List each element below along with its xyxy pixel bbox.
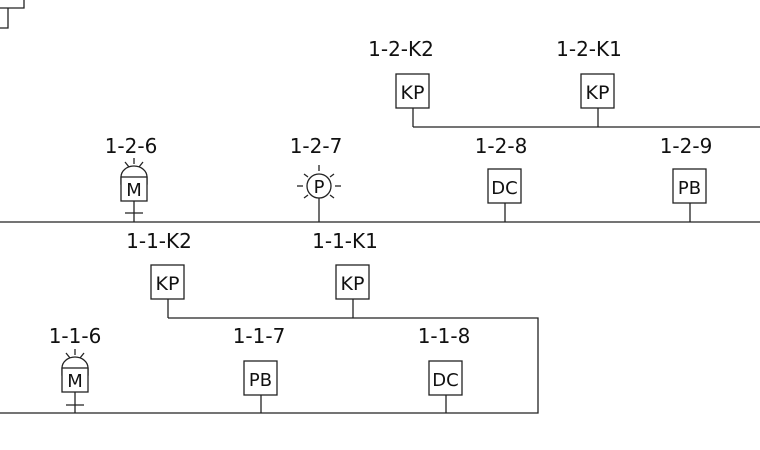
device-text: KP	[156, 273, 180, 295]
device-text: M	[126, 180, 142, 201]
device-label: 1-2-9	[660, 134, 713, 158]
device-text: KP	[586, 82, 610, 104]
device-box	[150, 264, 185, 300]
device-box	[428, 360, 463, 396]
device-1-1-8[interactable]: 1-1-8 DC	[418, 324, 471, 413]
cropped-device-top-left	[0, 0, 25, 29]
device-label: 1-2-K1	[556, 37, 622, 61]
cropped-box-edge	[0, 0, 25, 9]
device-text: KP	[401, 82, 425, 104]
device-1-1-6[interactable]: 1-1-6 M	[49, 324, 102, 413]
device-label: 1-2-6	[105, 134, 158, 158]
device-1-2-6[interactable]: 1-2-6 M	[105, 134, 158, 222]
device-label: 1-1-8	[418, 324, 471, 348]
cropped-box-lead	[0, 8, 9, 29]
device-1-2-K1[interactable]: 1-2-K1 KP	[556, 37, 622, 127]
device-label: 1-1-K1	[312, 229, 378, 253]
device-text: P	[314, 177, 325, 198]
device-1-2-8[interactable]: 1-2-8 DC	[475, 134, 528, 222]
device-text: KP	[341, 273, 365, 295]
alarm-siren-icon	[120, 158, 148, 222]
device-1-2-K2[interactable]: 1-2-K2 KP	[368, 37, 434, 127]
device-box	[335, 264, 370, 300]
device-label: 1-2-8	[475, 134, 528, 158]
device-text: M	[67, 371, 83, 392]
device-1-2-7[interactable]: 1-2-7 P	[290, 134, 343, 222]
device-text: PB	[678, 178, 701, 199]
device-text: DC	[432, 370, 458, 391]
device-box	[395, 73, 430, 109]
device-box	[672, 168, 707, 204]
device-box	[243, 360, 278, 396]
alarm-siren-icon	[61, 349, 89, 413]
device-label: 1-1-6	[49, 324, 102, 348]
device-label: 1-2-K2	[368, 37, 434, 61]
device-text: PB	[249, 370, 272, 391]
lamp-icon	[297, 165, 341, 222]
device-label: 1-1-7	[233, 324, 286, 348]
device-1-1-K2[interactable]: 1-1-K2 KP	[126, 229, 192, 318]
device-1-1-7[interactable]: 1-1-7 PB	[233, 324, 286, 413]
device-label: 1-2-7	[290, 134, 343, 158]
device-label: 1-1-K2	[126, 229, 192, 253]
device-text: DC	[491, 178, 517, 199]
device-1-2-9[interactable]: 1-2-9 PB	[660, 134, 713, 222]
device-1-1-K1[interactable]: 1-1-K1 KP	[312, 229, 378, 318]
